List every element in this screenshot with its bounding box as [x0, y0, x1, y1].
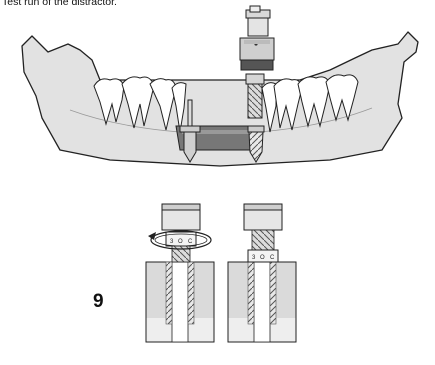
step9-left-screw: 3 O C [162, 204, 200, 262]
right-cap-mark-3: C [270, 255, 275, 261]
step9-left-block [146, 262, 214, 342]
left-cap-mark-2: O [178, 239, 183, 245]
left-cap-mark-3: C [188, 239, 193, 245]
step9-right-screw: 3 O C [244, 204, 282, 262]
right-cap-mark-2: O [260, 255, 265, 261]
step9-right-block [228, 262, 296, 342]
